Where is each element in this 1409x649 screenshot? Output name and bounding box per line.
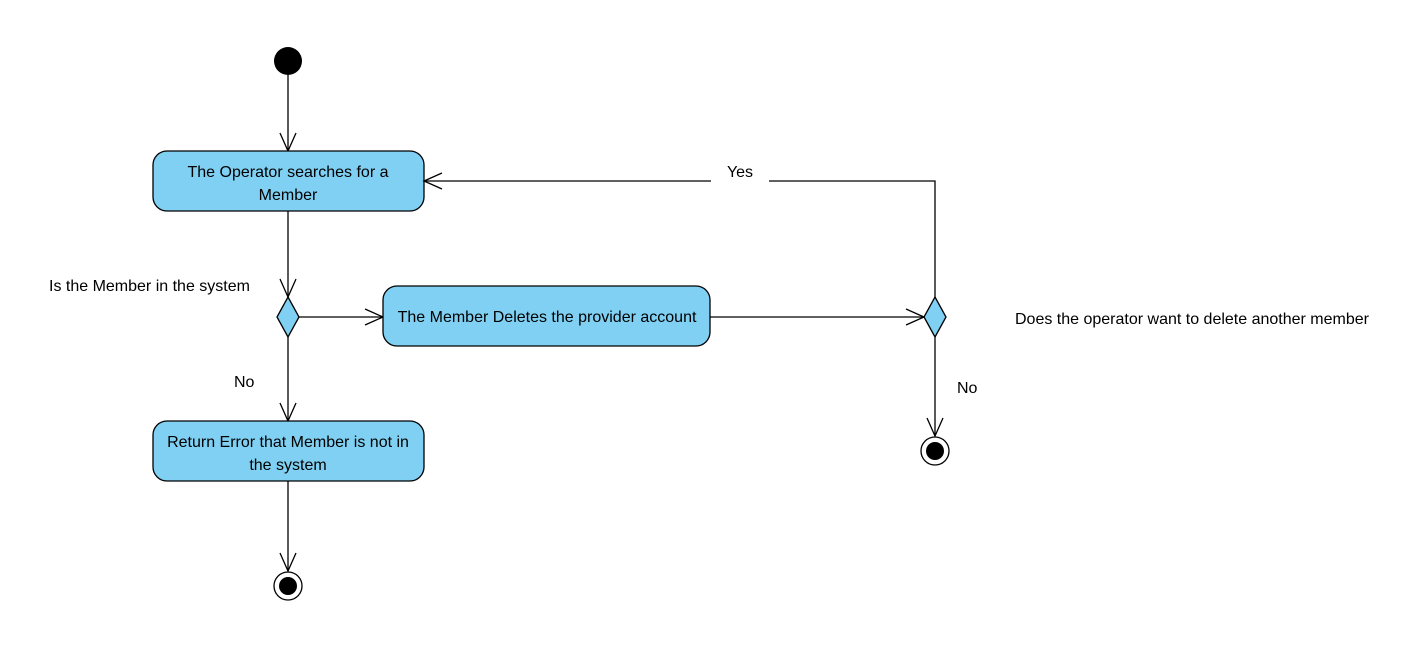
edge-no-label-2: No xyxy=(957,380,978,397)
edge-decision-to-delete xyxy=(299,308,385,326)
yes-label-background xyxy=(711,170,769,190)
final-node-error xyxy=(273,571,303,601)
action-return-error: Return Error that Member is not in the s… xyxy=(152,420,425,482)
edge-yes-label: Yes xyxy=(727,164,753,181)
action-search-member: The Operator searches for a Member xyxy=(152,150,425,212)
action-delete-account: The Member Deletes the provider account xyxy=(382,285,711,347)
decision-member-in-system xyxy=(276,295,300,339)
decision-delete-another-label: Does the operator want to delete another… xyxy=(1015,311,1370,328)
action-return-error-line2: the system xyxy=(249,457,326,474)
action-delete-account-label: The Member Deletes the provider account xyxy=(398,309,697,326)
initial-node xyxy=(274,47,302,75)
action-search-member-line1: The Operator searches for a xyxy=(188,164,389,181)
action-return-error-line1: Return Error that Member is not in xyxy=(167,434,409,451)
decision-delete-another xyxy=(923,295,947,339)
action-search-member-line2: Member xyxy=(259,187,318,204)
final-node-done xyxy=(920,436,950,466)
edge-decision-to-final xyxy=(926,337,944,438)
decision-member-in-system-label: Is the Member in the system xyxy=(49,278,250,295)
edge-error-to-final xyxy=(279,481,297,573)
edge-loop-yes xyxy=(422,172,936,297)
edge-search-to-decision xyxy=(279,211,297,299)
edge-decision-to-error xyxy=(279,337,297,423)
edge-no-label: No xyxy=(234,374,255,391)
edge-initial-to-search xyxy=(279,75,297,153)
edge-delete-to-decision xyxy=(710,308,926,326)
